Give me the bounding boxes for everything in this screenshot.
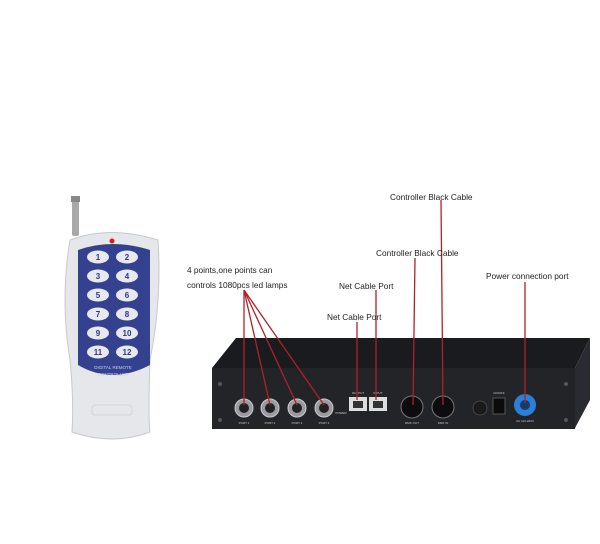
remote-button-8: 8 [116,307,138,321]
remote-button-label: 5 [96,291,101,300]
power-connection-port-label: Power connection port [486,271,569,281]
dmx-out-xlr [400,395,424,419]
output-port-2: PORT 2 [260,398,280,425]
controller-box: PORT 1 PORT 2 PORT 3 PORT 4 OUTPUT INPUT PO… [212,338,590,429]
remote-button-1: 1 [87,250,109,264]
remote-button-6: 6 [116,288,138,302]
remote-button-label: 12 [123,348,132,357]
port-label: PORT 3 [292,421,303,425]
remote-button-label: 11 [94,348,103,357]
remote-button-7: 7 [87,307,109,321]
ac-label: AC 110-220V [516,419,534,423]
box-top [212,338,590,368]
remote-button-label: 3 [96,272,101,281]
output-port-1: PORT 1 [234,398,254,425]
remote-button-label: 1 [96,253,101,262]
power-led-label: POWER [335,411,347,415]
remote-button-5: 5 [87,288,109,302]
fuse-holder [472,400,488,416]
remote-button-label: 9 [96,329,101,338]
remote-label-2: CONTROLLER [98,372,130,377]
controller-black-cable-label-1: Controller Black Cable [376,248,459,258]
remote-button-label: 8 [125,310,130,319]
port-label: PORT 2 [265,421,276,425]
net-cable-port-label-1: Net Cable Port [327,312,382,322]
remote-button-label: 6 [125,291,130,300]
dmx-out-label: DMX OUT [405,421,419,425]
net-cable-port-label-2: Net Cable Port [339,281,394,291]
remote-button-4: 4 [116,269,138,283]
power-switch [492,397,506,415]
remote-button-label: 10 [123,329,132,338]
remote-button-11: 11 [87,345,109,359]
box-front-panel [212,368,575,429]
antenna [72,196,79,236]
battery-cover [91,404,133,416]
port-label: PORT 4 [319,421,330,425]
remote-button-9: 9 [87,326,109,340]
onoff-label: ON/OFF [493,391,504,395]
input-label: INPUT [374,391,383,395]
port-label: PORT 1 [239,421,250,425]
output-points-label-1: 4 points,one points can [187,265,273,275]
output-points-label-2: controls 1080pcs led lamps [187,280,288,290]
controller-black-cable-label-2: Controller Black Cable [390,192,473,202]
remote-button-12: 12 [116,345,138,359]
remote-button-label: 4 [125,272,130,281]
leader-lines [243,199,526,406]
remote-button-label: 2 [125,253,130,262]
remote-button-2: 2 [116,250,138,264]
led-indicator [109,238,115,244]
dmx-in-label: DMX IN [438,421,449,425]
output-port-3: PORT 3 [287,398,307,425]
remote-button-10: 10 [116,326,138,340]
remote-button-label: 7 [96,310,101,319]
output-label: OUTPUT [352,391,365,395]
remote-label-1: DIGITAL REMOTE [94,365,132,370]
remote-button-3: 3 [87,269,109,283]
output-port-4: PORT 4 [314,398,334,425]
